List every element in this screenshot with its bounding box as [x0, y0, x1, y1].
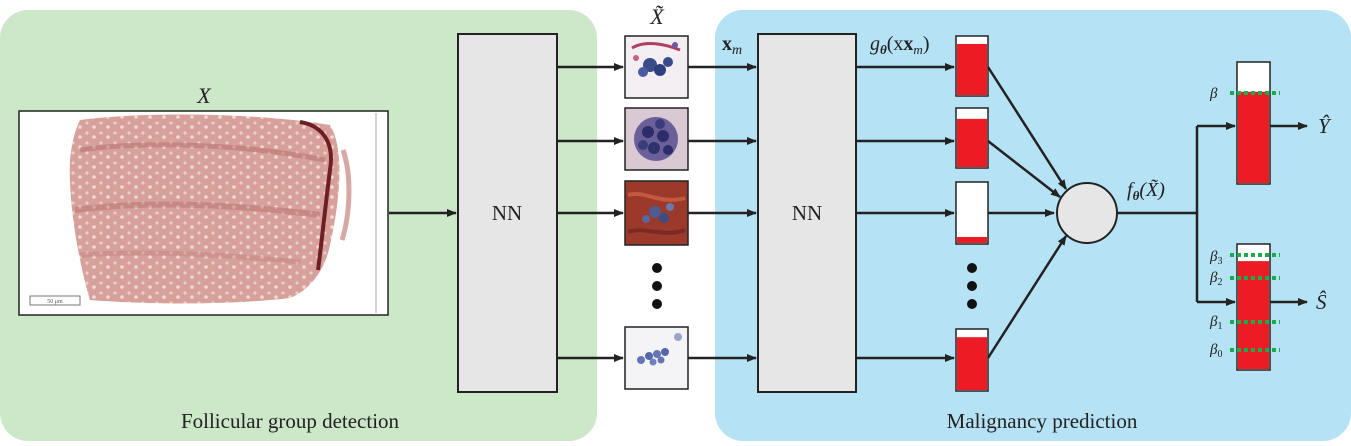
patch-3 — [624, 180, 689, 246]
beta3-label: β3 — [1209, 249, 1222, 267]
score-bar-1 — [955, 35, 989, 97]
split-connector — [1117, 126, 1199, 302]
y-hat-label: Ŷ — [1318, 114, 1332, 138]
f-theta-label: fθ(X̃) — [1127, 178, 1165, 203]
arrow-bar2-agg — [987, 140, 1061, 198]
patch-1 — [624, 35, 689, 99]
x-m-label: xm — [722, 33, 742, 58]
whole-slide-image: 50 μm — [18, 110, 389, 316]
s-hat-label: Ŝ — [1316, 290, 1327, 314]
patch-2 — [624, 107, 689, 171]
scale-bar-text: 50 μm — [47, 299, 63, 305]
nn2-box — [757, 33, 857, 393]
nn1-box — [457, 33, 558, 393]
beta2-label: β2 — [1209, 270, 1222, 288]
aggregation-node — [1056, 182, 1118, 244]
patch-4 — [624, 326, 689, 390]
prediction-panel-label: Malignancy prediction — [947, 409, 1138, 433]
score-bar-2 — [955, 107, 989, 169]
beta1-label: β1 — [1209, 314, 1222, 332]
s-decision-bar — [1230, 243, 1280, 371]
score-bar-4 — [955, 328, 989, 392]
score-ellipsis — [967, 263, 977, 309]
patch-ellipsis — [652, 263, 662, 309]
score-bar-3 — [955, 181, 989, 245]
y-decision-bar — [1230, 61, 1280, 185]
x-input-label: X — [196, 83, 212, 108]
nn1-label: NN — [492, 201, 522, 225]
beta-label: β — [1209, 86, 1218, 102]
arrow-bar4-agg — [986, 235, 1068, 359]
g-theta-label: gθ(xxm) — [870, 33, 929, 57]
x-tilde-label: X̃ — [649, 4, 665, 29]
prediction-panel — [715, 10, 1351, 441]
detection-panel-label: Follicular group detection — [181, 409, 400, 433]
nn2-label: NN — [792, 201, 822, 225]
arrow-bar1-agg — [986, 66, 1068, 190]
beta0-label: β0 — [1209, 342, 1222, 360]
